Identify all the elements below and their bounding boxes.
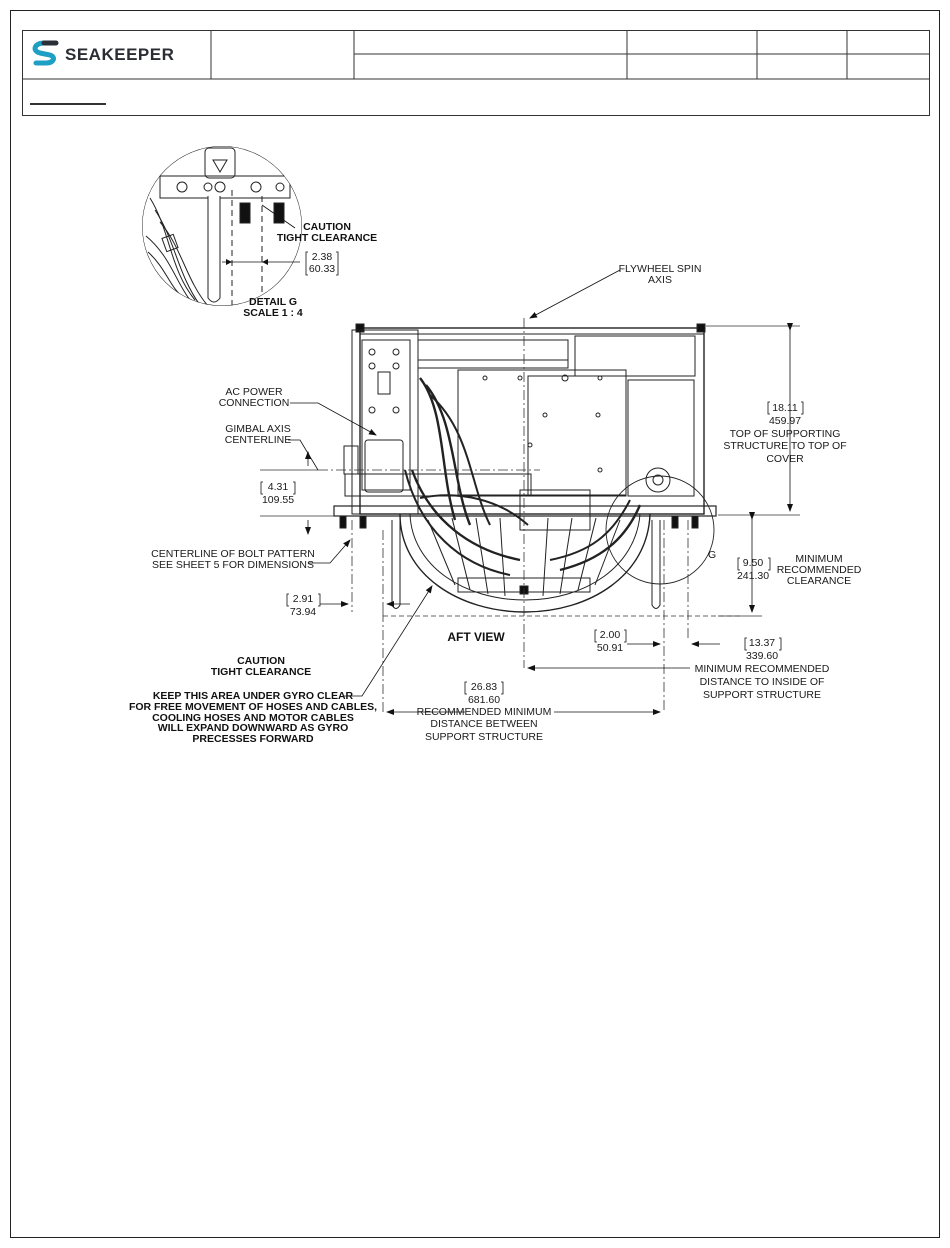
gimbal-dim-mm: 109.55 bbox=[262, 494, 294, 506]
centerlines bbox=[318, 318, 689, 712]
title-block-grid bbox=[22, 30, 930, 105]
top-dim-mm: 459.97 bbox=[769, 415, 801, 427]
gimbal-axis-label-2: CENTERLINE bbox=[225, 434, 292, 446]
aft-view-title: AFT VIEW bbox=[447, 630, 505, 644]
min-clearance-label-2: RECOMMENDED bbox=[777, 564, 862, 576]
min-clearance-inches: 9.50 bbox=[743, 557, 764, 569]
brand-name: SEAKEEPER bbox=[65, 45, 174, 64]
dist-label-1: MINIMUM RECOMMENDED bbox=[695, 663, 830, 675]
caution-label-1: CAUTION bbox=[237, 655, 285, 667]
bolt-pattern-label-2: SEE SHEET 5 FOR DIMENSIONS bbox=[152, 559, 314, 571]
detail-caution: CAUTION bbox=[303, 221, 351, 233]
keep-clear-line-4: WILL EXPAND DOWNWARD AS GYRO bbox=[158, 722, 349, 734]
dimension-lines bbox=[305, 323, 793, 715]
offset-dim-mm: 73.94 bbox=[290, 606, 316, 618]
width-dim-mm: 681.60 bbox=[468, 694, 500, 706]
span-dim-inches: 2.00 bbox=[600, 629, 621, 641]
min-clearance-label-3: CLEARANCE bbox=[787, 575, 851, 587]
leader-lines bbox=[288, 269, 621, 697]
ac-power-label-1: AC POWER bbox=[225, 386, 283, 398]
dist-label-2: DISTANCE TO INSIDE OF bbox=[700, 676, 825, 688]
detail-dim-inches: 2.38 bbox=[312, 251, 333, 263]
detail-tight-clearance: TIGHT CLEARANCE bbox=[277, 232, 377, 244]
width-label-3: SUPPORT STRUCTURE bbox=[425, 731, 543, 743]
flywheel-axis-label-1: FLYWHEEL SPIN bbox=[619, 263, 702, 275]
detail-dim-mm: 60.33 bbox=[309, 263, 335, 275]
span-dim-mm: 50.91 bbox=[597, 642, 623, 654]
offset-dim-inches: 2.91 bbox=[293, 593, 314, 605]
detail-scale: SCALE 1 : 4 bbox=[243, 307, 303, 319]
width-label-1: RECOMMENDED MINIMUM bbox=[417, 706, 552, 718]
gimbal-dim-inches: 4.31 bbox=[268, 481, 289, 493]
dist-dim-inches: 13.37 bbox=[749, 637, 775, 649]
width-label-2: DISTANCE BETWEEN bbox=[430, 718, 537, 730]
keep-clear-line-2: FOR FREE MOVEMENT OF HOSES AND CABLES, bbox=[129, 701, 377, 713]
min-clearance-label-1: MINIMUM bbox=[795, 553, 842, 565]
keep-clear-line-3: COOLING HOSES AND MOTOR CABLES bbox=[152, 712, 354, 724]
keep-clear-line-1: KEEP THIS AREA UNDER GYRO CLEAR bbox=[153, 690, 354, 702]
detail-g-marker: G bbox=[708, 549, 716, 561]
top-dim-label-2: STRUCTURE TO TOP OF bbox=[723, 440, 846, 452]
keep-clear-line-5: PRECESSES FORWARD bbox=[192, 733, 314, 745]
dist-dim-mm: 339.60 bbox=[746, 650, 778, 662]
ac-power-label-2: CONNECTION bbox=[219, 397, 290, 409]
detail-title: DETAIL G bbox=[249, 296, 297, 308]
top-dim-label-1: TOP OF SUPPORTING bbox=[730, 428, 841, 440]
seakeeper-logo-icon bbox=[32, 40, 59, 66]
caution-label-2: TIGHT CLEARANCE bbox=[211, 666, 311, 678]
flywheel-axis-label-2: AXIS bbox=[648, 274, 672, 286]
top-dim-label-3: COVER bbox=[766, 453, 804, 465]
top-dim-inches: 18.11 bbox=[772, 402, 798, 414]
gyro-assembly bbox=[333, 323, 717, 613]
title-block bbox=[22, 30, 930, 116]
extension-lines bbox=[260, 325, 800, 617]
width-dim-inches: 26.83 bbox=[471, 681, 497, 693]
gimbal-axis-label-1: GIMBAL AXIS bbox=[225, 423, 291, 435]
detail-g-view bbox=[142, 146, 302, 306]
min-clearance-mm: 241.30 bbox=[737, 570, 769, 582]
bolt-pattern-label-1: CENTERLINE OF BOLT PATTERN bbox=[151, 548, 315, 560]
drawing-sheet-border bbox=[10, 10, 940, 1238]
dimension-brackets bbox=[260, 401, 804, 695]
dist-label-3: SUPPORT STRUCTURE bbox=[703, 689, 821, 701]
